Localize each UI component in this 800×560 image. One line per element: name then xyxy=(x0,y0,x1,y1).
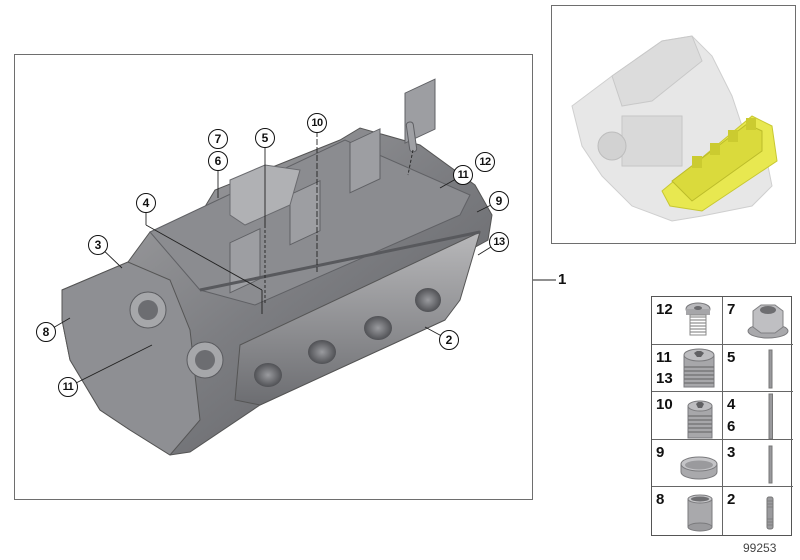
document-number: 99253 xyxy=(743,541,777,555)
part-number-label: 8 xyxy=(656,491,665,509)
part-number-label: 12 xyxy=(656,301,673,318)
part-number-label: 10 xyxy=(656,396,673,414)
legend-cell-7[interactable]: 7 xyxy=(723,297,793,345)
legend-cell-10[interactable]: 10 xyxy=(652,392,723,440)
callout-11-rear[interactable]: 11 xyxy=(453,165,473,185)
part-number-label: 3 xyxy=(727,443,736,461)
legend-cell-3[interactable]: 3 xyxy=(723,440,793,488)
callout-9[interactable]: 9 xyxy=(489,191,509,211)
legend-cell-9[interactable]: 9 xyxy=(652,439,723,488)
part-number-label: 5 xyxy=(727,348,736,366)
part-number-label: 2 xyxy=(727,491,736,509)
callout-12[interactable]: 12 xyxy=(475,152,495,172)
callout-11-front[interactable]: 11 xyxy=(58,377,78,397)
stud-bolt-longer-icon xyxy=(768,393,773,439)
part-number-label: 7 xyxy=(727,301,736,318)
stud-bolt-long-icon xyxy=(768,349,773,389)
engine-overview-illustration xyxy=(571,35,778,222)
part-number-label: 4 xyxy=(727,396,736,414)
callout-4[interactable]: 4 xyxy=(136,193,156,213)
part-number-label: 9 xyxy=(656,443,665,461)
screw-plug-large-icon xyxy=(683,348,715,388)
expansion-cap-icon xyxy=(680,456,718,480)
assembly-number-label: 1 xyxy=(558,271,567,288)
part-number-label: 6 xyxy=(727,417,736,435)
callout-7[interactable]: 7 xyxy=(208,129,228,149)
callout-5[interactable]: 5 xyxy=(255,128,275,148)
screw-plug-medium-icon xyxy=(687,400,713,439)
part-number-label: 11 xyxy=(656,348,672,366)
stud-bolt-medium-icon xyxy=(768,445,773,484)
stud-bolt-short-icon xyxy=(766,496,774,530)
legend-cell-4-6[interactable]: 4 6 xyxy=(723,392,793,440)
callout-6[interactable]: 6 xyxy=(208,151,228,171)
callout-10[interactable]: 10 xyxy=(307,113,327,133)
legend-cell-2[interactable]: 2 xyxy=(723,487,793,535)
legend-cell-5[interactable]: 5 xyxy=(723,345,793,393)
part-number-label: 13 xyxy=(656,370,673,388)
legend-cell-12[interactable]: 12 xyxy=(652,297,723,345)
legend-cell-11-13[interactable]: 11 13 xyxy=(652,344,723,393)
callout-2[interactable]: 2 xyxy=(439,330,459,350)
dowel-sleeve-icon xyxy=(687,494,713,532)
parts-legend-table: 12 7 11 13 5 10 xyxy=(651,296,793,536)
callout-13[interactable]: 13 xyxy=(489,232,509,252)
screw-plug-small-icon xyxy=(685,302,711,336)
legend-cell-8[interactable]: 8 xyxy=(652,487,723,535)
engine-locator-thumbnail xyxy=(551,5,796,244)
callout-3[interactable]: 3 xyxy=(88,235,108,255)
callout-8[interactable]: 8 xyxy=(36,322,56,342)
flange-nut-icon xyxy=(747,304,789,339)
